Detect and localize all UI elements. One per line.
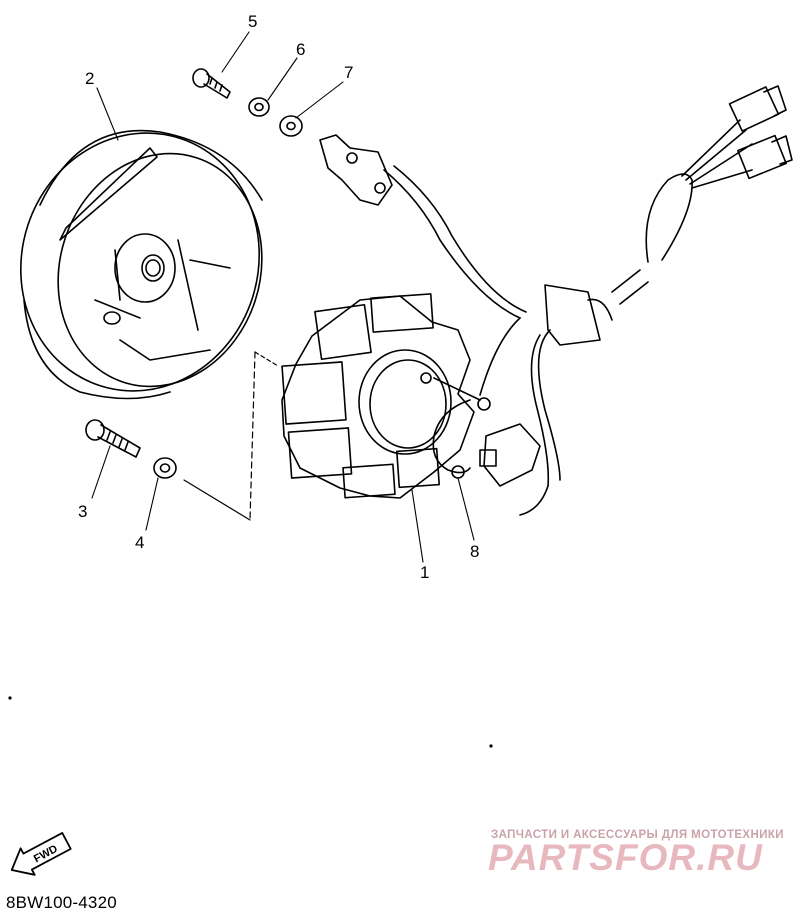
watermark-logo: PARTSFOR.RU <box>488 837 763 878</box>
bolt-3-part <box>85 419 141 458</box>
callout-8: 8 <box>470 542 479 561</box>
callout-3: 3 <box>78 502 87 521</box>
callout-labels: 2 5 6 7 3 4 1 8 <box>78 12 479 582</box>
leader-lines <box>91 31 475 563</box>
alignment-line <box>183 351 279 521</box>
stator-assembly-part <box>281 293 491 499</box>
callout-7: 7 <box>344 63 353 82</box>
wire-harness-part <box>479 85 793 516</box>
diagram-part-code: 8BW100-4320 <box>6 893 117 912</box>
callout-4: 4 <box>135 533 144 552</box>
bolt-5-part <box>192 68 231 99</box>
washer-7-part <box>279 115 303 137</box>
callout-5: 5 <box>248 12 257 31</box>
rotor-flywheel-part <box>20 129 263 400</box>
fwd-direction-arrow-icon: FWD <box>10 832 72 876</box>
callout-1: 1 <box>420 563 429 582</box>
callout-2: 2 <box>85 69 94 88</box>
callout-6: 6 <box>296 40 305 59</box>
watermark-tagline: ЗАПЧАСТИ И АКСЕССУАРЫ ДЛЯ МОТОТЕХНИКИ <box>491 829 784 841</box>
washer-6-part <box>248 97 270 117</box>
watermark: ЗАПЧАСТИ И АКСЕССУАРЫ ДЛЯ МОТОТЕХНИКИ PA… <box>488 829 784 878</box>
pickup-coil-part <box>319 134 527 319</box>
washer-4-part <box>153 457 177 479</box>
